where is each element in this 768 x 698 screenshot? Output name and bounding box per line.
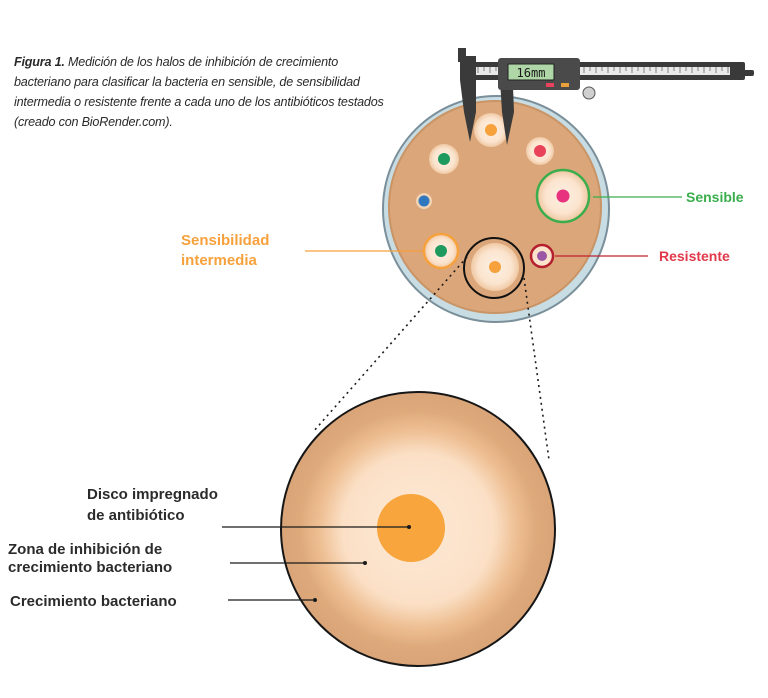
label-crecimiento: Crecimiento bacteriano bbox=[10, 593, 177, 610]
disk-blue-left bbox=[416, 193, 432, 209]
caption-text: Medición de los halos de inhibición de c… bbox=[14, 55, 384, 129]
disk-purple-resistente bbox=[529, 243, 555, 269]
resistente-highlight-ring bbox=[529, 243, 555, 269]
disk-orange-magnified bbox=[463, 237, 525, 299]
disk-green-left bbox=[429, 144, 459, 174]
disk-orange-top bbox=[474, 113, 508, 147]
caliper-icon bbox=[458, 48, 754, 145]
caliper-reading: 16mm bbox=[517, 66, 546, 80]
disk-pink-sensible bbox=[535, 168, 591, 224]
label-intermedia-line1: Sensibilidad bbox=[181, 232, 270, 249]
magnified-antibiotic-disk bbox=[377, 494, 445, 562]
magnified-zone bbox=[280, 391, 556, 667]
label-disco-line2: de antibiótico bbox=[87, 507, 185, 524]
magnify-selection-ring bbox=[463, 237, 525, 299]
label-intermedia-line2: intermedia bbox=[181, 252, 257, 269]
zoom-line-right bbox=[523, 277, 550, 461]
disk-green-intermedia bbox=[422, 232, 460, 270]
disk-red-top-right bbox=[526, 137, 554, 165]
label-zona-line2: crecimiento bacteriano bbox=[8, 559, 173, 576]
sensible-highlight-ring bbox=[535, 168, 591, 224]
label-disco-line1: Disco impregnado bbox=[87, 486, 218, 503]
label-resistente: Resistente bbox=[659, 248, 730, 264]
antibiotic-disks bbox=[416, 113, 591, 299]
figure-caption: Figura 1. Medición de los halos de inhib… bbox=[14, 52, 394, 132]
label-sensible: Sensible bbox=[686, 189, 744, 205]
caption-label: Figura 1. bbox=[14, 55, 65, 69]
label-zona-line1: Zona de inhibición de bbox=[8, 541, 163, 558]
